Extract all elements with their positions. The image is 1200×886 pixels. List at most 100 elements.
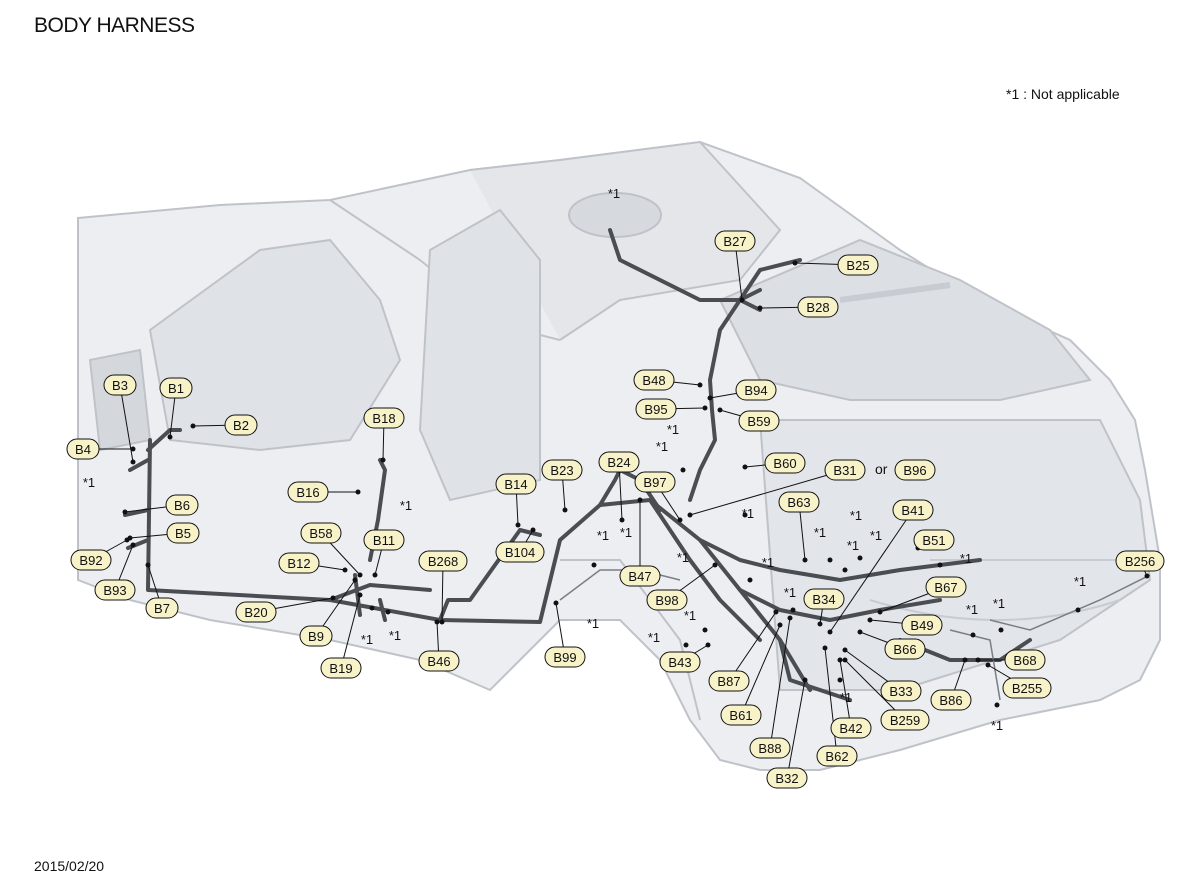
connector-label-text: B104 xyxy=(505,545,535,560)
connector-label-b18: B18 xyxy=(363,407,405,429)
connector-label-b9: B9 xyxy=(299,625,333,647)
connector-point xyxy=(857,629,863,635)
connector-point xyxy=(857,555,863,561)
connector-label-box xyxy=(1115,550,1165,572)
connector-label-text: B98 xyxy=(655,593,678,608)
connector-label-text: B43 xyxy=(668,655,691,670)
connector-label-text: B61 xyxy=(729,708,752,723)
connector-label-b62: B62 xyxy=(816,745,858,767)
connector-label-text: B7 xyxy=(154,601,170,616)
connector-point xyxy=(937,562,943,568)
connector-label-box xyxy=(103,374,137,396)
connector-label-text: B25 xyxy=(846,258,869,273)
connector-label-text: B63 xyxy=(787,495,810,510)
leader-line xyxy=(340,594,361,669)
connector-label-text: B67 xyxy=(934,580,957,595)
connector-point xyxy=(439,619,445,625)
connector-point xyxy=(130,459,136,465)
connector-label-b25: B25 xyxy=(837,254,879,276)
connector-point xyxy=(352,577,358,583)
connector-label-box xyxy=(159,377,193,399)
connector-point xyxy=(122,509,128,515)
connector-point xyxy=(994,702,1000,708)
connector-label-b47: B47 xyxy=(619,565,661,587)
connector-point xyxy=(962,657,968,663)
not-applicable-mark: *1 xyxy=(762,555,774,570)
connector-label-text: B95 xyxy=(644,402,667,417)
connector-label-text: B41 xyxy=(901,503,924,518)
connector-label-box xyxy=(925,576,967,598)
connector-label-box xyxy=(735,379,777,401)
connector-label-b97: B97 xyxy=(634,471,676,493)
connector-label-b93: B93 xyxy=(94,579,136,601)
not-applicable-mark: *1 xyxy=(684,608,696,623)
connector-label-b1: B1 xyxy=(159,377,193,399)
connector-label-box xyxy=(66,438,100,460)
connector-label-b16: B16 xyxy=(287,481,329,503)
not-applicable-mark: *1 xyxy=(814,525,826,540)
connector-label-text: B1 xyxy=(168,381,184,396)
connector-label-b95: B95 xyxy=(635,398,677,420)
connector-label-b59: B59 xyxy=(738,410,780,432)
connector-label-b86: B86 xyxy=(930,689,972,711)
connector-label-b87: B87 xyxy=(708,670,750,692)
connector-point xyxy=(790,607,796,613)
connector-label-box xyxy=(749,737,791,759)
connector-label-box xyxy=(94,579,136,601)
connector-point xyxy=(357,572,363,578)
not-applicable-marks: *1*1*1*1*1*1*1*1*1*1*1*1*1*1*1*1*1*1*1*1… xyxy=(83,186,1086,733)
connector-label-b20: B20 xyxy=(235,601,277,623)
connector-label-b11: B11 xyxy=(363,529,405,551)
not-applicable-mark: *1 xyxy=(608,186,620,201)
leader-line xyxy=(769,617,791,749)
connector-label-text: B9 xyxy=(308,629,324,644)
connector-label-box xyxy=(363,529,405,551)
connector-point xyxy=(680,467,686,473)
not-applicable-mark: *1 xyxy=(960,551,972,566)
leader-line xyxy=(689,469,846,516)
connector-label-b3: B3 xyxy=(103,374,137,396)
connector-label-text: B60 xyxy=(773,456,796,471)
connector-label-text: B59 xyxy=(747,414,770,429)
connector-label-box xyxy=(646,589,688,611)
connector-label-b104: B104 xyxy=(495,541,545,563)
not-applicable-mark: *1 xyxy=(677,550,689,565)
connector-point xyxy=(385,609,391,615)
connector-point xyxy=(591,562,597,568)
connector-label-text: B66 xyxy=(893,642,916,657)
connector-label-box xyxy=(224,414,258,436)
connector-label-text: B255 xyxy=(1012,681,1042,696)
connector-point xyxy=(683,642,689,648)
connector-label-text: B99 xyxy=(553,650,576,665)
connector-label-text: B86 xyxy=(939,693,962,708)
connector-label-text: B24 xyxy=(607,455,630,470)
connector-label-b61: B61 xyxy=(720,704,762,726)
connector-point xyxy=(342,567,348,573)
connector-label-box xyxy=(598,451,640,473)
connector-label-b67: B67 xyxy=(925,576,967,598)
connector-label-text: B68 xyxy=(1013,653,1036,668)
not-applicable-mark: *1 xyxy=(840,690,852,705)
connector-point xyxy=(739,297,745,303)
connector-point xyxy=(677,517,683,523)
not-applicable-mark: *1 xyxy=(966,602,978,617)
connector-label-box xyxy=(299,625,333,647)
connector-label-box xyxy=(300,522,342,544)
connector-label-b66: B66 xyxy=(884,638,926,660)
connector-point xyxy=(970,632,976,638)
not-applicable-mark: *1 xyxy=(1074,574,1086,589)
connector-label-box xyxy=(145,597,179,619)
connector-label-text: B4 xyxy=(75,442,91,457)
connector-label-text: B14 xyxy=(504,477,527,492)
footer-date: 2015/02/20 xyxy=(34,858,105,874)
connector-point xyxy=(985,662,991,668)
connector-label-b88: B88 xyxy=(749,737,791,759)
connector-label-box xyxy=(235,601,277,623)
connector-label-b48: B48 xyxy=(633,369,675,391)
connector-point xyxy=(802,557,808,563)
connector-label-box xyxy=(70,549,112,571)
connector-label-box xyxy=(880,680,922,702)
connector-label-text: B6 xyxy=(174,498,190,513)
connector-point xyxy=(124,537,130,543)
connector-point xyxy=(372,572,378,578)
